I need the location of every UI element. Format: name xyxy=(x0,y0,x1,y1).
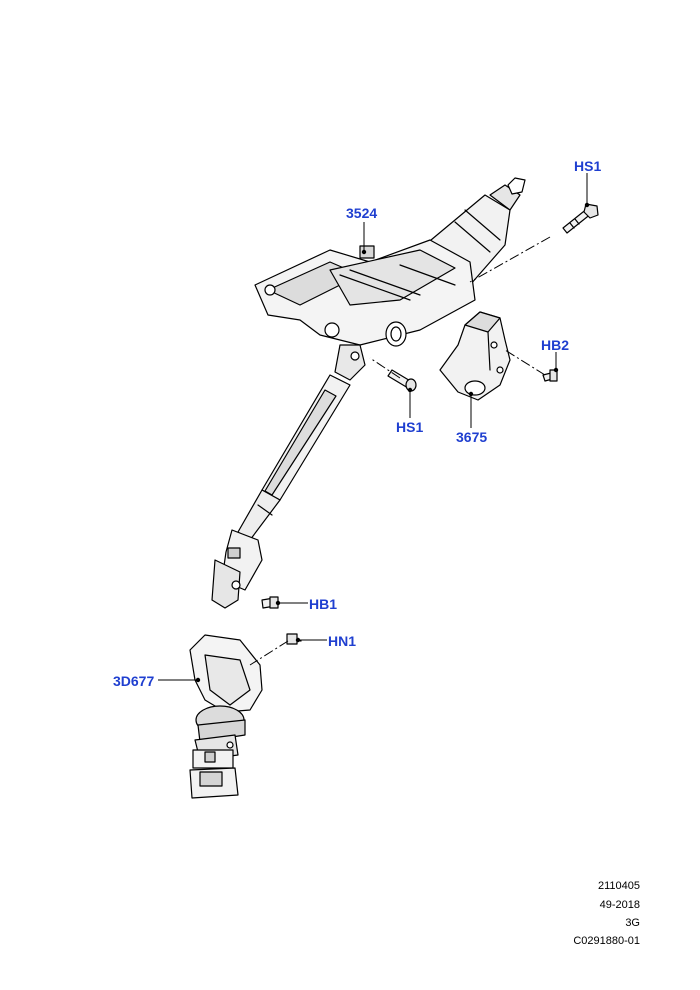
callout-hb1[interactable]: HB1 xyxy=(309,596,338,612)
reference-code: 2110405 xyxy=(597,880,640,892)
callout-3d677[interactable]: 3D677 xyxy=(113,673,155,689)
callout-hn1[interactable]: HN1 xyxy=(328,633,357,649)
reference-variant: 3G xyxy=(625,917,640,929)
callout-hb2[interactable]: HB2 xyxy=(541,337,570,353)
callout-3524[interactable]: 3524 xyxy=(346,205,378,221)
leader-lines xyxy=(158,173,588,681)
upper-bolt xyxy=(562,203,599,234)
axis-line-bracket xyxy=(504,349,546,376)
bolt-hb1 xyxy=(261,596,279,609)
callout-hs1-lower[interactable]: HS1 xyxy=(396,419,424,435)
reference-drawing-number: C0291880-01 xyxy=(573,935,640,947)
leader-dots xyxy=(195,202,590,683)
reference-date: 49-2018 xyxy=(599,899,640,911)
steering-column-assembly xyxy=(211,177,526,609)
callout-hs1-upper[interactable]: HS1 xyxy=(574,158,602,174)
callout-3675[interactable]: 3675 xyxy=(456,429,488,445)
bracket-3675 xyxy=(439,311,511,401)
bolt-hb2 xyxy=(542,369,558,382)
axis-line-lower xyxy=(369,357,401,379)
axis-line-seal xyxy=(249,640,289,666)
axis-line-upper xyxy=(469,236,551,283)
intermediate-shaft-seal xyxy=(189,634,263,799)
